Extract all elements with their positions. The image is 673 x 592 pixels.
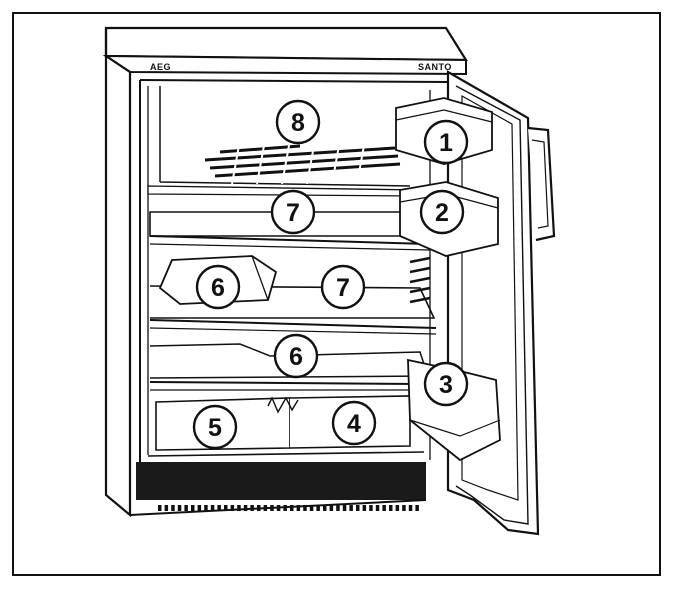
kick-plate-vent-slot xyxy=(369,505,373,511)
kick-plate-vent-slot xyxy=(164,505,169,511)
kick-plate-vent-slot xyxy=(184,505,188,511)
kick-plate-vent-slot xyxy=(389,505,393,511)
kick-plate-vent-slot xyxy=(204,505,208,511)
kick-plate-vent-slot xyxy=(290,505,294,511)
kick-plate-vent-slot xyxy=(415,505,419,511)
callout-7-middle-shelf: 7 xyxy=(320,264,366,310)
callout-5-label: 5 xyxy=(208,414,222,442)
middle-shelf-edge xyxy=(149,319,437,329)
kick-plate-vent-slot xyxy=(336,505,340,511)
callout-5: 5 xyxy=(192,404,238,450)
kick-plate-vent-slot xyxy=(349,505,353,511)
callout-7-upper-shelf: 7 xyxy=(270,189,316,235)
kick-plate-vent-slot xyxy=(375,505,380,511)
kick-plate xyxy=(136,462,426,500)
kick-plate-vent-slot xyxy=(270,505,274,511)
kick-plate-vent-slot xyxy=(395,505,400,511)
door-gasket xyxy=(455,85,529,525)
freezer-compartment xyxy=(159,86,411,187)
kick-plate-vent-slot xyxy=(323,505,327,511)
kick-plate-vent-slot xyxy=(276,505,281,511)
kick-plate-vents xyxy=(158,505,419,511)
kick-plate-vent-slot xyxy=(217,505,221,511)
callout-8: 8 xyxy=(275,99,321,145)
brand-logo-right: SANTO xyxy=(418,62,452,72)
lower-shelf xyxy=(149,343,430,379)
kick-plate-vent-slot xyxy=(362,505,367,511)
callout-6-lower-shelf: 6 xyxy=(273,333,319,379)
door-bin-3-rim xyxy=(409,419,501,437)
middle-shelf-back xyxy=(149,327,437,335)
door-handle-inner xyxy=(531,139,549,229)
kick-plate-vent-slot xyxy=(402,505,406,511)
kick-plate-vent-slot xyxy=(158,505,162,511)
kick-plate-vent-slot xyxy=(191,505,195,511)
callout-1: 1 xyxy=(423,119,469,165)
callout-2-label: 2 xyxy=(435,199,449,227)
callout-7-middle-label: 7 xyxy=(336,274,350,302)
callout-1-label: 1 xyxy=(439,129,453,157)
door-bin-1-rim xyxy=(395,109,493,123)
kick-plate-vent-slot xyxy=(197,505,202,511)
lower-shelf-edge xyxy=(149,381,421,385)
callout-7-upper-label: 7 xyxy=(286,199,300,227)
freezer-vent-gaps xyxy=(231,139,366,185)
crisper-handle xyxy=(267,396,299,414)
kick-plate-vent-slot xyxy=(316,505,320,511)
kick-plate-vent-slot xyxy=(257,505,261,511)
kick-plate-vent-slot xyxy=(250,505,254,511)
kick-plate-vent-slot xyxy=(356,505,360,511)
kick-plate-vent-slot xyxy=(230,505,235,511)
kick-plate-vent-slot xyxy=(408,505,413,511)
kick-plate-vent-slot xyxy=(283,505,287,511)
kick-plate-vent-slot xyxy=(296,505,301,511)
callout-6-box-label: 6 xyxy=(211,274,225,302)
callout-4: 4 xyxy=(331,400,377,446)
kick-plate-vent-slot xyxy=(224,505,228,511)
kick-plate-vent-slot xyxy=(177,505,182,511)
kick-plate-vent-slot xyxy=(342,505,347,511)
storage-box-lid xyxy=(159,255,269,301)
shelf-supports xyxy=(409,256,431,304)
callout-2: 2 xyxy=(419,189,465,235)
kick-plate-vent-slot xyxy=(243,505,248,511)
callout-4-label: 4 xyxy=(347,410,361,438)
callout-8-label: 8 xyxy=(291,109,305,137)
cabinet-top xyxy=(104,26,468,62)
cabinet-left-side xyxy=(104,28,132,518)
kick-plate-vent-slot xyxy=(237,505,241,511)
figure-frame xyxy=(12,12,661,576)
kick-plate-vent-slot xyxy=(382,505,386,511)
upper-shelf-back xyxy=(149,243,431,251)
brand-logo-left: AEG xyxy=(150,62,171,72)
callout-6-lower-label: 6 xyxy=(289,343,303,371)
door-handle xyxy=(527,126,556,242)
middle-shelf xyxy=(149,285,436,319)
crisper-floor xyxy=(147,451,425,457)
cabinet-inner-top xyxy=(139,79,449,83)
kick-plate-vent-slot xyxy=(171,505,175,511)
kick-plate-vent-slot xyxy=(210,505,215,511)
callout-3: 3 xyxy=(423,361,469,407)
kick-plate-vent-slot xyxy=(329,505,334,511)
callout-3-label: 3 xyxy=(439,371,453,399)
callout-6-box: 6 xyxy=(195,264,241,310)
kick-plate-vent-slot xyxy=(303,505,307,511)
upper-shelf-edge xyxy=(149,235,429,245)
kick-plate-vent-slot xyxy=(309,505,314,511)
kick-plate-vent-slot xyxy=(263,505,268,511)
